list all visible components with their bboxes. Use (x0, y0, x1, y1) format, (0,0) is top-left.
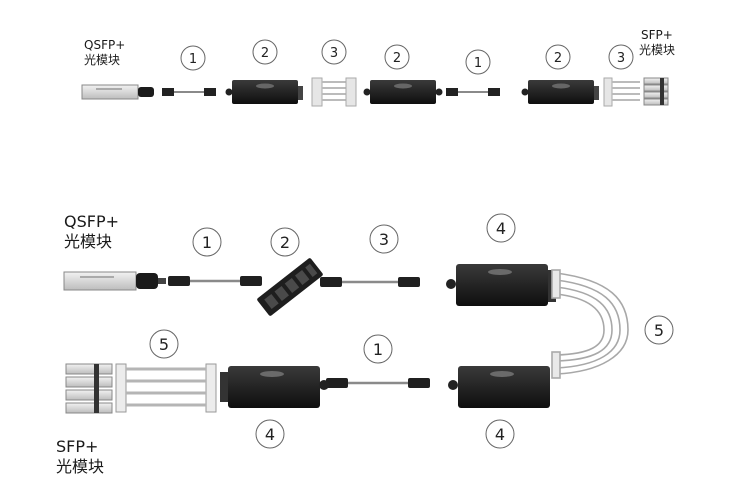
top-callout-3: 3 (321, 39, 347, 65)
bottom-callout-5-right: 5 (644, 315, 674, 345)
svg-text:2: 2 (280, 233, 290, 252)
svg-text:1: 1 (202, 233, 212, 252)
bottom-mpo-cord-upper (168, 276, 262, 286)
bottom-sfp-label-line1: SFP+ (56, 437, 99, 456)
svg-text:3: 3 (330, 46, 338, 61)
top-cassette-2 (363, 80, 443, 104)
bottom-callout-2: 2 (270, 227, 300, 257)
bottom-cassette-lower-left (220, 366, 329, 408)
bottom-breakout-fan (551, 269, 629, 379)
svg-text:2: 2 (554, 51, 562, 66)
bottom-qsfp-label-line1: QSFP+ (64, 212, 120, 231)
bottom-callout-5-left: 5 (149, 329, 179, 359)
top-breakout-cable-2 (603, 77, 640, 107)
bottom-callout-1-lower: 1 (363, 334, 393, 364)
bottom-qsfp-label-line2: 光模块 (64, 232, 113, 251)
top-callout-7: 3 (608, 44, 634, 70)
bottom-diagram: 1 2 3 4 5 5 1 4 (63, 213, 674, 449)
bottom-mpo-cord-lower (326, 378, 430, 388)
top-cassette-3 (521, 80, 599, 104)
bottom-callout-1: 1 (192, 227, 222, 257)
bottom-callout-4b: 4 (255, 419, 285, 449)
bottom-callout-4c: 4 (485, 419, 515, 449)
svg-text:1: 1 (189, 52, 197, 67)
bottom-adapter-panel (257, 258, 323, 316)
svg-text:1: 1 (373, 340, 383, 359)
svg-text:4: 4 (265, 425, 275, 444)
svg-text:2: 2 (261, 46, 269, 61)
bottom-sfp-modules (65, 363, 113, 414)
bottom-callout-3: 3 (369, 224, 399, 254)
svg-text:4: 4 (496, 219, 506, 238)
top-callout-5: 1 (465, 49, 491, 75)
top-mpo-cord-1 (162, 88, 216, 96)
bottom-qsfp-module (63, 271, 166, 291)
top-row: 1 2 3 2 1 2 3 (81, 39, 669, 107)
top-breakout-cable-1 (311, 77, 357, 107)
top-cassette-1 (225, 80, 303, 104)
top-callout-2: 2 (252, 39, 278, 65)
top-sfp-label-line2: 光模块 (639, 43, 676, 57)
top-sfp-modules (643, 77, 669, 106)
svg-text:3: 3 (379, 230, 389, 249)
svg-text:2: 2 (393, 51, 401, 66)
svg-text:3: 3 (617, 51, 625, 66)
bottom-callout-4a: 4 (486, 213, 516, 243)
bottom-sfp-label: SFP+ 光模块 (56, 437, 104, 477)
top-qsfp-label-line2: 光模块 (84, 53, 121, 67)
bottom-cassette-lower-right (448, 366, 550, 408)
bottom-lc-patch-cords (115, 363, 217, 413)
top-mpo-cord-2 (446, 88, 500, 96)
svg-text:5: 5 (159, 335, 169, 354)
top-callout-4: 2 (384, 44, 410, 70)
bottom-qsfp-label: QSFP+ 光模块 (64, 212, 119, 252)
svg-text:5: 5 (654, 321, 664, 340)
top-sfp-label: SFP+ 光模块 (639, 28, 676, 58)
top-callout-1: 1 (180, 45, 206, 71)
top-sfp-label-line1: SFP+ (641, 28, 673, 42)
bottom-sfp-label-line2: 光模块 (56, 457, 105, 476)
top-qsfp-module (81, 84, 154, 100)
svg-text:4: 4 (495, 425, 505, 444)
bottom-mpo-trunk (320, 277, 420, 287)
top-qsfp-label: QSFP+ 光模块 (84, 38, 125, 68)
bottom-cassette-upper-right (446, 264, 556, 306)
top-qsfp-label-line1: QSFP+ (84, 38, 126, 52)
svg-text:1: 1 (474, 56, 482, 71)
top-callout-6: 2 (545, 44, 571, 70)
